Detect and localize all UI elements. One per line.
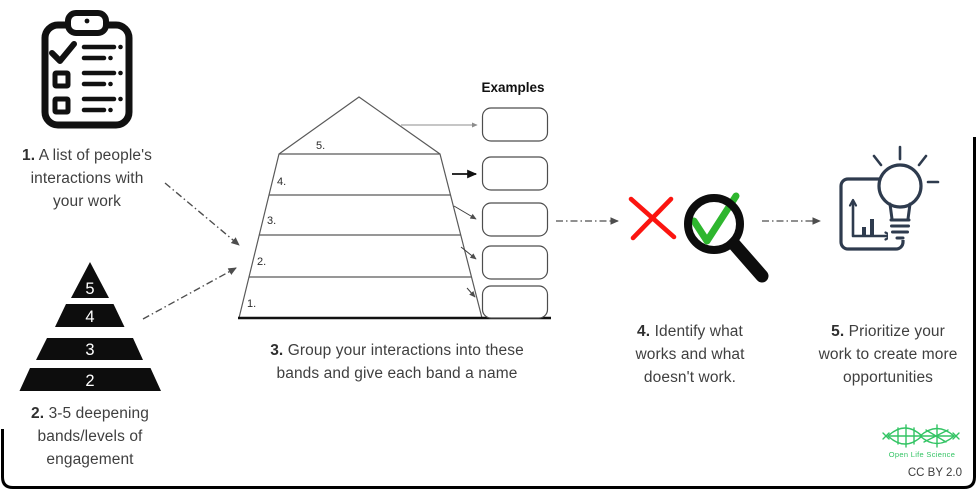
solid-pyramid-icon: 5 4 3 2 — [19, 262, 161, 391]
examples-title: Examples — [481, 80, 545, 95]
lightbulb-chart-icon — [839, 145, 940, 251]
logo-wordmark: Open Life Science — [888, 450, 956, 459]
example-boxes — [481, 107, 549, 319]
caption-line: 2. 3-5 deepening — [31, 405, 149, 422]
arrow-step1-to-pyramid — [164, 182, 240, 246]
band-label: 4. — [277, 176, 286, 188]
band-label: 2. — [257, 256, 266, 268]
example-box-3 — [481, 202, 549, 237]
example-box-1 — [481, 107, 549, 142]
arrow-step2-to-pyramid — [142, 267, 237, 320]
pyramid-level-label: 2 — [85, 372, 94, 390]
example-box-4 — [481, 245, 549, 280]
caption-line: works and what — [635, 346, 745, 363]
caption-line: 3. Group your interactions into these — [270, 342, 524, 359]
outlined-pyramid: 5. 4. 3. 2. 1. — [238, 96, 551, 320]
caption-line: opportunities — [842, 369, 934, 386]
clipboard-checklist-icon — [41, 10, 133, 129]
caption-line: interactions with — [30, 170, 144, 187]
pyramid-level-label: 4 — [85, 308, 94, 326]
band-label: 5. — [316, 140, 325, 152]
pyramid-level-label: 5 — [85, 280, 94, 298]
example-box-2 — [481, 156, 549, 191]
green-check-icon — [690, 192, 740, 245]
caption-line: 1. A list of people's — [21, 147, 153, 164]
license-text: CC BY 2.0 — [907, 467, 962, 479]
magnifier-check-icon — [684, 192, 769, 283]
step3-caption: 3. Group your interactions into these ba… — [237, 339, 557, 385]
step5-caption: 5. Prioritize your work to create more o… — [797, 320, 977, 389]
caption-line: 5. Prioritize your — [831, 323, 945, 340]
example-connectors — [401, 122, 478, 298]
caption-line: bands and give each band a name — [276, 365, 518, 382]
band-label: 3. — [267, 215, 276, 227]
caption-line: doesn't work. — [643, 369, 737, 386]
example-box-5 — [481, 285, 549, 319]
open-life-science-logo-icon — [882, 424, 960, 448]
red-x-icon — [628, 196, 677, 241]
caption-line: engagement — [46, 451, 134, 468]
step2-caption: 2. 3-5 deepening bands/levels of engagem… — [8, 402, 172, 471]
caption-line: bands/levels of — [37, 428, 143, 445]
band-label: 1. — [247, 298, 256, 310]
page-border — [1, 137, 976, 489]
step1-caption: 1. A list of people's interactions with … — [6, 144, 168, 213]
bulb-rays — [872, 145, 940, 184]
pyramid-level-label: 3 — [85, 341, 94, 359]
caption-line: 4. Identify what — [637, 323, 743, 340]
caption-line: your work — [52, 193, 122, 210]
step4-caption: 4. Identify what works and what doesn't … — [612, 320, 768, 389]
magnifier-handle — [727, 237, 769, 283]
flow-arrows — [142, 182, 821, 320]
caption-line: work to create more — [818, 346, 958, 363]
